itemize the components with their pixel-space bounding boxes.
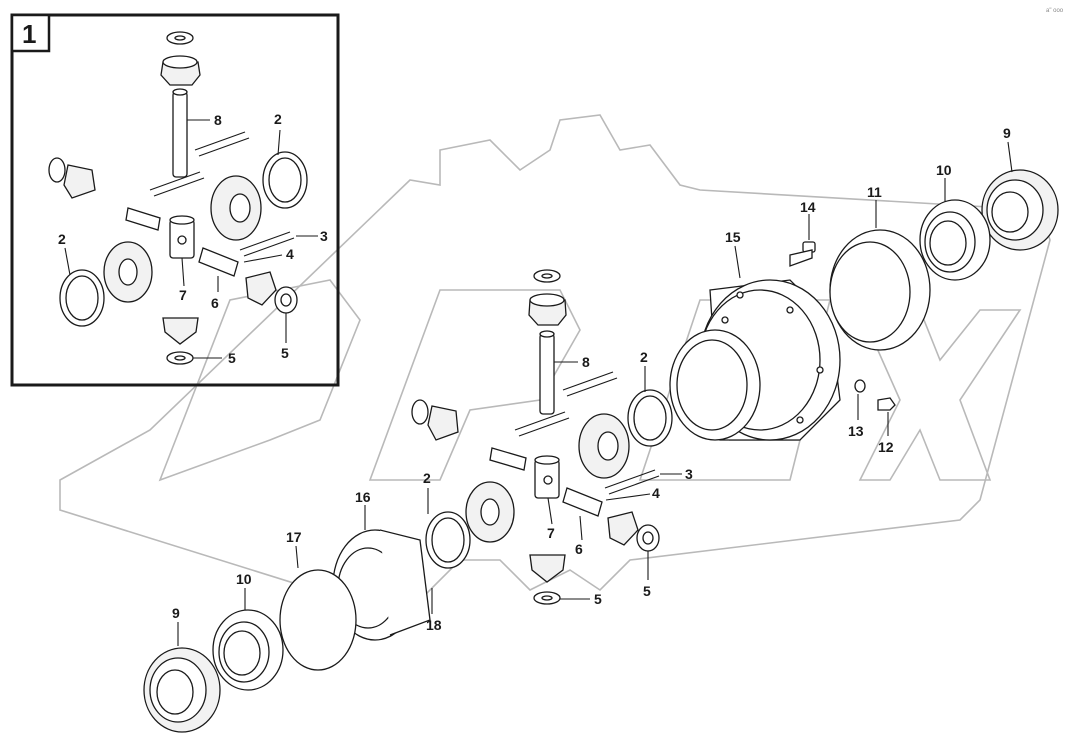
callout-11: 11 (867, 184, 882, 200)
callout-15: 15 (725, 229, 741, 245)
callout-9-right: 9 (1003, 125, 1011, 141)
part-13-ring (854, 379, 866, 393)
part-17-snap-ring (279, 569, 357, 671)
callout-6: 6 (575, 541, 583, 557)
main-assembly: 9 10 11 14 15 13 12 8 2 3 4 6 7 5 5 16 2… (143, 125, 1059, 733)
part-12-plug (877, 397, 896, 411)
callout-8: 8 (582, 354, 590, 370)
part-9-bottom-flange (143, 647, 221, 733)
callout-2-lower: 2 (423, 470, 431, 486)
callout-10-bottom: 10 (236, 571, 252, 587)
callout-shaft-8: 8 (214, 112, 222, 128)
callout-16: 16 (355, 489, 371, 505)
callout-9-bottom: 9 (172, 605, 180, 621)
callout-4: 4 (652, 485, 660, 501)
corner-mark: a" ooo (1046, 8, 1064, 14)
callout-14: 14 (800, 199, 816, 215)
part-10-right-bearing (919, 199, 991, 281)
callout-18: 18 (426, 617, 442, 633)
callout-12: 12 (878, 439, 894, 455)
callout-10-right: 10 (936, 162, 952, 178)
callout-pin-3: 3 (320, 228, 328, 244)
callout-2-upper: 2 (640, 349, 648, 365)
differential-cross-main (411, 269, 673, 605)
callout-cross-7: 7 (179, 287, 187, 303)
callout-pin-4: 4 (286, 246, 294, 262)
part-9-right-flange (981, 169, 1059, 251)
callout-13: 13 (848, 423, 864, 439)
callout-washer-5-bottom: 5 (228, 350, 236, 366)
part-11-ring (829, 229, 931, 351)
callout-washer-5-right: 5 (281, 345, 289, 361)
frame-number-label: 1 (22, 19, 36, 49)
part-14-bolt (789, 241, 816, 267)
callout-3: 3 (685, 466, 693, 482)
callout-5-right: 5 (643, 583, 651, 599)
part-10-bottom-bearing (212, 609, 284, 691)
callout-washer-2-left: 2 (58, 231, 66, 247)
callout-5-bottom: 5 (594, 591, 602, 607)
part-15-housing (669, 279, 841, 441)
callout-washer-2-right: 2 (274, 111, 282, 127)
detail-frame-1: 1 (10, 13, 340, 387)
callout-7: 7 (547, 525, 555, 541)
callout-17: 17 (286, 529, 302, 545)
callout-shaft-6: 6 (211, 295, 219, 311)
